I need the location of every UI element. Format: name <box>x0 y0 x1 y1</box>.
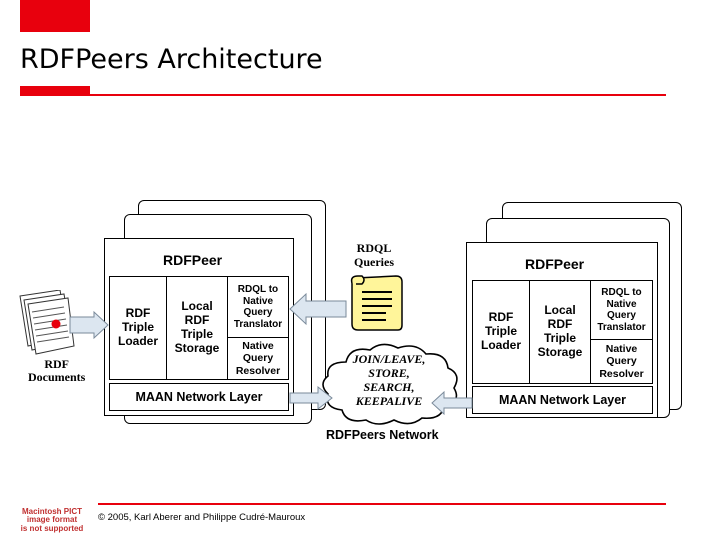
rdf-documents-label: RDF Documents <box>28 357 86 385</box>
right-storage: Local RDF Triple Storage <box>529 280 591 384</box>
slide-title: RDFPeers Architecture <box>20 44 323 75</box>
left-peer-title: RDFPeer <box>163 252 223 268</box>
pict-placeholder-notice: Macintosh PICT image format is not suppo… <box>20 507 84 533</box>
left-translator: RDQL to Native Query Translator <box>227 276 289 338</box>
arrow-queries-to-translator <box>289 292 347 326</box>
title-rule <box>90 94 666 96</box>
right-network-layer: MAAN Network Layer <box>472 386 653 414</box>
copyright-footer: © 2005, Karl Aberer and Philippe Cudré-M… <box>98 512 306 523</box>
network-label: RDFPeers Network <box>326 428 439 442</box>
title-accent-tab <box>20 86 90 96</box>
right-peer-title: RDFPeer <box>525 256 585 272</box>
rdql-queries-label: RDQL Queries <box>354 241 394 269</box>
left-network-layer: MAAN Network Layer <box>109 383 289 411</box>
arrow-right-layer-to-cloud <box>431 390 473 416</box>
arrow-documents-to-loader <box>69 310 109 340</box>
cloud-operations-label: JOIN/LEAVE, STORE, SEARCH, KEEPALIVE <box>352 352 426 409</box>
left-resolver: Native Query Resolver <box>227 337 289 380</box>
right-translator: RDQL to Native Query Translator <box>590 280 653 340</box>
right-resolver: Native Query Resolver <box>590 339 653 384</box>
query-scroll-icon <box>350 275 403 331</box>
footer-rule <box>98 503 666 505</box>
top-accent-tab <box>20 0 90 32</box>
left-storage: Local RDF Triple Storage <box>166 276 228 380</box>
documents-icon <box>19 290 75 355</box>
left-loader: RDF Triple Loader <box>109 276 167 380</box>
arrow-left-layer-to-cloud <box>289 385 333 411</box>
right-loader: RDF Triple Loader <box>472 280 530 384</box>
